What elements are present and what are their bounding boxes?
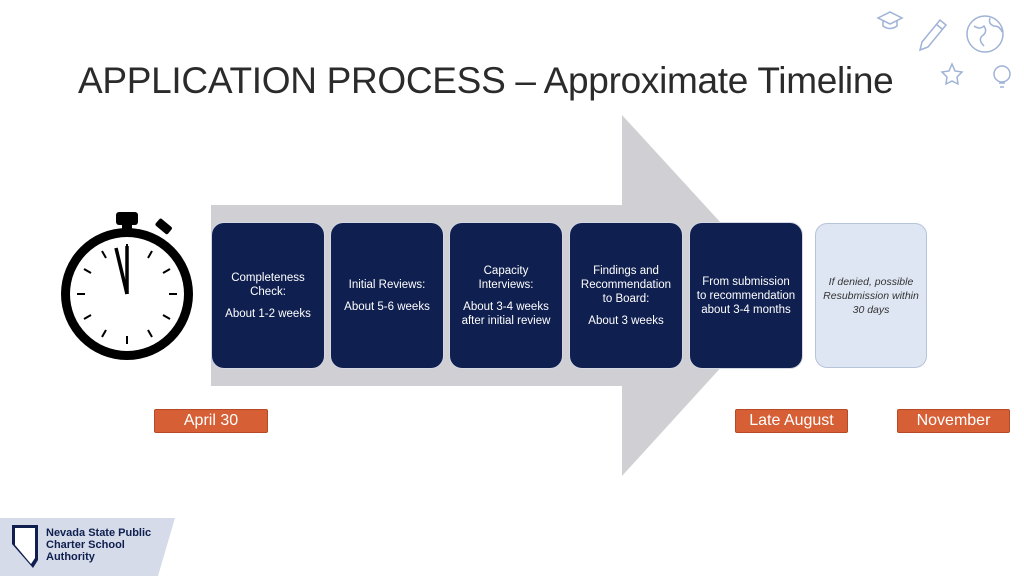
pencil-icon (918, 18, 948, 52)
graduation-cap-icon (876, 11, 904, 30)
step-duration: About 3-4 weeks after initial review (461, 300, 551, 327)
step-title: Findings and Recommendation to Board: (580, 264, 672, 305)
date-end: November (897, 409, 1010, 433)
step-recommendation: From submission to recommendation about … (690, 223, 802, 368)
logo-line: Authority (46, 551, 95, 563)
page-title: APPLICATION PROCESS – Approximate Timeli… (78, 60, 894, 101)
step-capacity-interviews: Capacity Interviews: About 3-4 weeks aft… (450, 223, 562, 368)
logo-line: Nevada State Public (46, 527, 152, 539)
star-icon (940, 62, 964, 86)
education-decoration (876, 11, 1011, 88)
step-title: Capacity Interviews: (478, 264, 534, 291)
logo-line: Charter School (46, 539, 125, 551)
step-duration: About 3 weeks (588, 314, 664, 327)
date-mid: Late August (735, 409, 848, 433)
step-title: From submission to recommendation about … (696, 275, 796, 316)
step-title: Completeness Check: (231, 271, 305, 298)
logo-text: Nevada State Public Charter School Autho… (46, 527, 151, 563)
step-duration: About 5-6 weeks (344, 300, 430, 313)
step-initial-reviews: Initial Reviews: About 5-6 weeks (331, 223, 443, 368)
stopwatch-icon (61, 212, 193, 360)
nevada-state-icon (12, 525, 38, 568)
step-resubmission: If denied, possible Resubmission within … (815, 223, 927, 368)
step-duration: About 1-2 weeks (225, 307, 311, 320)
step-title: If denied, possible Resubmission within … (823, 275, 919, 316)
lightbulb-icon (993, 65, 1011, 88)
step-completeness-check: Completeness Check: About 1-2 weeks (212, 223, 324, 368)
globe-icon (966, 15, 1004, 53)
logo-background (0, 518, 175, 576)
date-start: April 30 (154, 409, 268, 433)
step-findings: Findings and Recommendation to Board: Ab… (570, 223, 682, 368)
step-title: Initial Reviews: (348, 278, 426, 291)
